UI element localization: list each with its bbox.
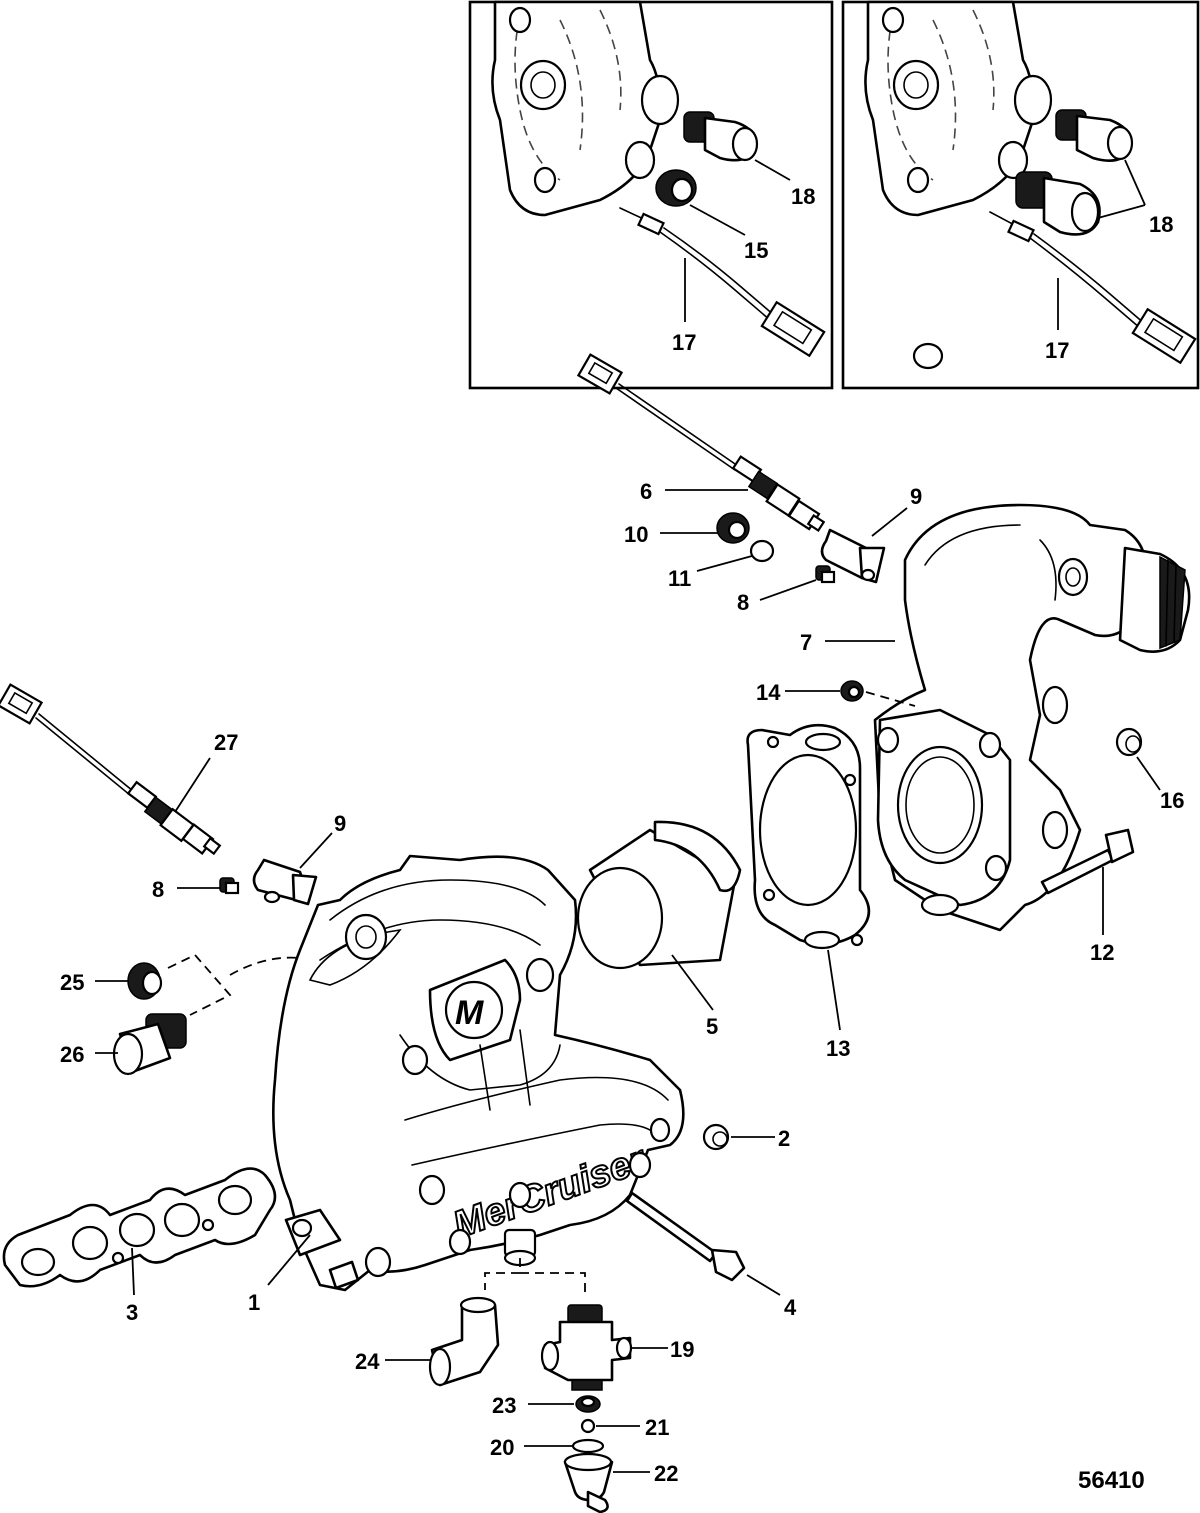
callout-8-lower: 8	[152, 877, 164, 902]
fitting-26	[112, 1013, 187, 1076]
seal-23	[575, 1395, 601, 1413]
callout-20: 20	[490, 1435, 514, 1460]
exhaust-manifold-1: M MerCruiser	[272, 854, 685, 1292]
plug-15	[655, 169, 697, 207]
callout-4: 4	[784, 1295, 797, 1320]
plug-2	[702, 1123, 730, 1151]
fitting-18-left	[683, 111, 759, 162]
o-ring-20	[571, 1438, 605, 1454]
callout-16: 16	[1160, 788, 1184, 813]
oxygen-sensor-6	[576, 353, 826, 532]
callout-25: 25	[60, 970, 84, 995]
bolt-12	[1040, 828, 1135, 895]
clamp-9-lower	[252, 858, 318, 906]
logo-letter: M	[455, 994, 484, 1032]
callout-9-upper: 9	[910, 484, 922, 509]
callout-8-upper: 8	[737, 590, 749, 615]
fitting-18-right-upper	[1055, 109, 1134, 162]
inset-left: 18 15 17	[468, 0, 834, 390]
sleeve-5	[576, 820, 742, 970]
screw-8-lower	[219, 877, 240, 895]
oxygen-sensor-27	[0, 683, 222, 856]
fitting-18-right-lower	[1015, 171, 1101, 236]
callout-9-lower: 9	[334, 811, 346, 836]
temperature-sensor-17-left	[619, 207, 826, 358]
callout-2: 2	[778, 1126, 790, 1151]
callout-21: 21	[645, 1415, 669, 1440]
callout-24: 24	[355, 1349, 380, 1374]
callout-5: 5	[706, 1014, 718, 1039]
drain-cap-22	[563, 1452, 614, 1513]
callout-14: 14	[756, 680, 781, 705]
callout-6: 6	[640, 479, 652, 504]
exhaust-elbow-7	[873, 342, 1191, 932]
callout-3: 3	[126, 1300, 138, 1325]
bolt-4	[625, 1191, 746, 1282]
gasket-3	[2, 1167, 277, 1288]
plug-25	[127, 962, 163, 1000]
washer-11	[749, 539, 775, 563]
nut-14	[840, 680, 864, 702]
figure-number: 56410	[1078, 1467, 1145, 1494]
callout-22: 22	[654, 1461, 678, 1486]
callout-19: 19	[670, 1337, 694, 1362]
elbow-fitting-24	[428, 1296, 500, 1387]
callout-11: 11	[668, 566, 691, 591]
callout-23: 23	[492, 1393, 516, 1418]
callout-15: 15	[744, 238, 768, 263]
callout-18-right: 18	[1149, 212, 1173, 237]
screw-8-upper	[815, 565, 836, 584]
inset-right: 18 17	[841, 0, 1200, 390]
callout-12: 12	[1090, 940, 1114, 965]
tee-fitting-19	[540, 1304, 633, 1391]
callout-18-left: 18	[791, 184, 815, 209]
callout-1: 1	[248, 1290, 260, 1315]
temperature-sensor-17-right	[989, 211, 1197, 365]
callout-7: 7	[800, 630, 812, 655]
clamp-9-upper	[820, 528, 886, 584]
callout-10: 10	[624, 522, 648, 547]
check-ball-21	[580, 1418, 596, 1434]
callout-13: 13	[826, 1036, 850, 1061]
callout-26: 26	[60, 1042, 84, 1067]
callout-27: 27	[214, 730, 238, 755]
callout-17-right: 17	[1045, 338, 1069, 363]
plug-10	[716, 512, 750, 544]
gasket-13	[746, 723, 871, 950]
plug-16	[1115, 727, 1143, 757]
callout-17-left: 17	[672, 330, 696, 355]
